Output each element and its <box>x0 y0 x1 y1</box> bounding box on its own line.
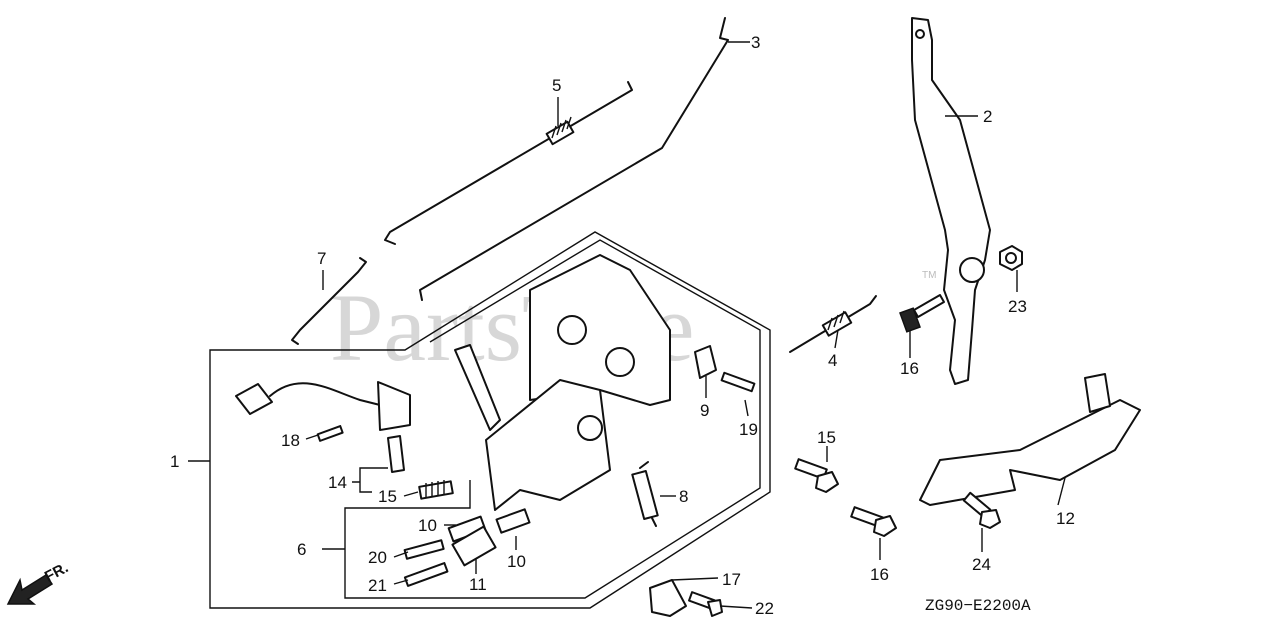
screw-part-20 <box>403 539 445 560</box>
callout-24: 24 <box>972 555 991 574</box>
throttle-lever-bracket <box>485 379 611 511</box>
leader-lines <box>188 41 1066 609</box>
bolt-part-22 <box>688 591 723 617</box>
callout-19: 19 <box>739 420 758 439</box>
callout-10b: 10 <box>507 552 526 571</box>
spring-part-14 <box>418 480 454 500</box>
control-lever-part <box>911 17 991 385</box>
callout-4: 4 <box>828 351 837 370</box>
callout-10a: 10 <box>418 516 437 535</box>
trademark-mark: TM <box>922 270 936 281</box>
collar-part-11 <box>451 525 497 567</box>
spring-part-10b <box>495 508 531 534</box>
front-direction-arrow-icon <box>6 573 54 605</box>
cable-clip-part <box>694 345 717 379</box>
callout-6: 6 <box>297 540 306 559</box>
pivot-disc <box>577 415 603 441</box>
callout-5: 5 <box>552 76 561 95</box>
base-plate-hole-2 <box>605 347 635 377</box>
flange-bolt-part-15a <box>794 458 839 493</box>
callout-22: 22 <box>755 599 774 618</box>
callout-9: 9 <box>700 401 709 420</box>
callout-20: 20 <box>368 548 387 567</box>
screw-part-21 <box>403 562 449 587</box>
screw-part-19 <box>720 371 756 393</box>
callout-21: 21 <box>368 576 387 595</box>
callout-15a: 15 <box>817 428 836 447</box>
rod-part-4 <box>789 295 877 353</box>
callout-17: 17 <box>722 570 741 589</box>
callout-2: 2 <box>983 107 992 126</box>
callout-labels: 3 5 2 7 4 16 23 9 19 8 1 6 18 14 15 10 1… <box>170 33 1075 618</box>
choke-rod-part <box>291 257 367 345</box>
screw-part-18 <box>316 425 344 442</box>
throttle-rod-part <box>419 17 729 301</box>
spring-part-8 <box>631 461 659 527</box>
flange-bolt-part-24 <box>962 491 1001 529</box>
throttle-arm <box>454 344 501 431</box>
assembly-outline-box <box>209 231 771 609</box>
callout-7: 7 <box>317 249 326 268</box>
callout-14: 15 <box>378 487 397 506</box>
callout-16: 16 <box>900 359 919 378</box>
spring-part-4 <box>821 310 853 337</box>
callout-13: 14 <box>328 473 347 492</box>
governor-rod-part <box>384 81 633 245</box>
callout-1: 1 <box>170 452 179 471</box>
stop-switch-part <box>235 381 411 473</box>
callout-15b: 16 <box>870 565 889 584</box>
cover-plate-tab <box>1084 373 1111 413</box>
cover-plate-part <box>919 399 1141 506</box>
callout-12: 12 <box>1056 509 1075 528</box>
drawing-code: ZG90−E2200A <box>925 597 1031 615</box>
sub-assembly-outline <box>344 239 761 599</box>
callout-11: 11 <box>469 575 487 594</box>
callout-23: 23 <box>1008 297 1027 316</box>
lever-pivot <box>959 257 985 283</box>
spring-part-5 <box>545 116 575 146</box>
cable-clamp-part <box>649 579 687 617</box>
lever-hole <box>915 29 925 39</box>
callout-8: 8 <box>679 487 688 506</box>
flange-bolt-part-15b <box>850 506 897 537</box>
callout-3: 3 <box>751 33 760 52</box>
flange-nut-part <box>999 245 1023 271</box>
base-plate-hole <box>557 315 587 345</box>
callout-18: 18 <box>281 431 300 450</box>
bolt-part-16 <box>899 294 945 333</box>
